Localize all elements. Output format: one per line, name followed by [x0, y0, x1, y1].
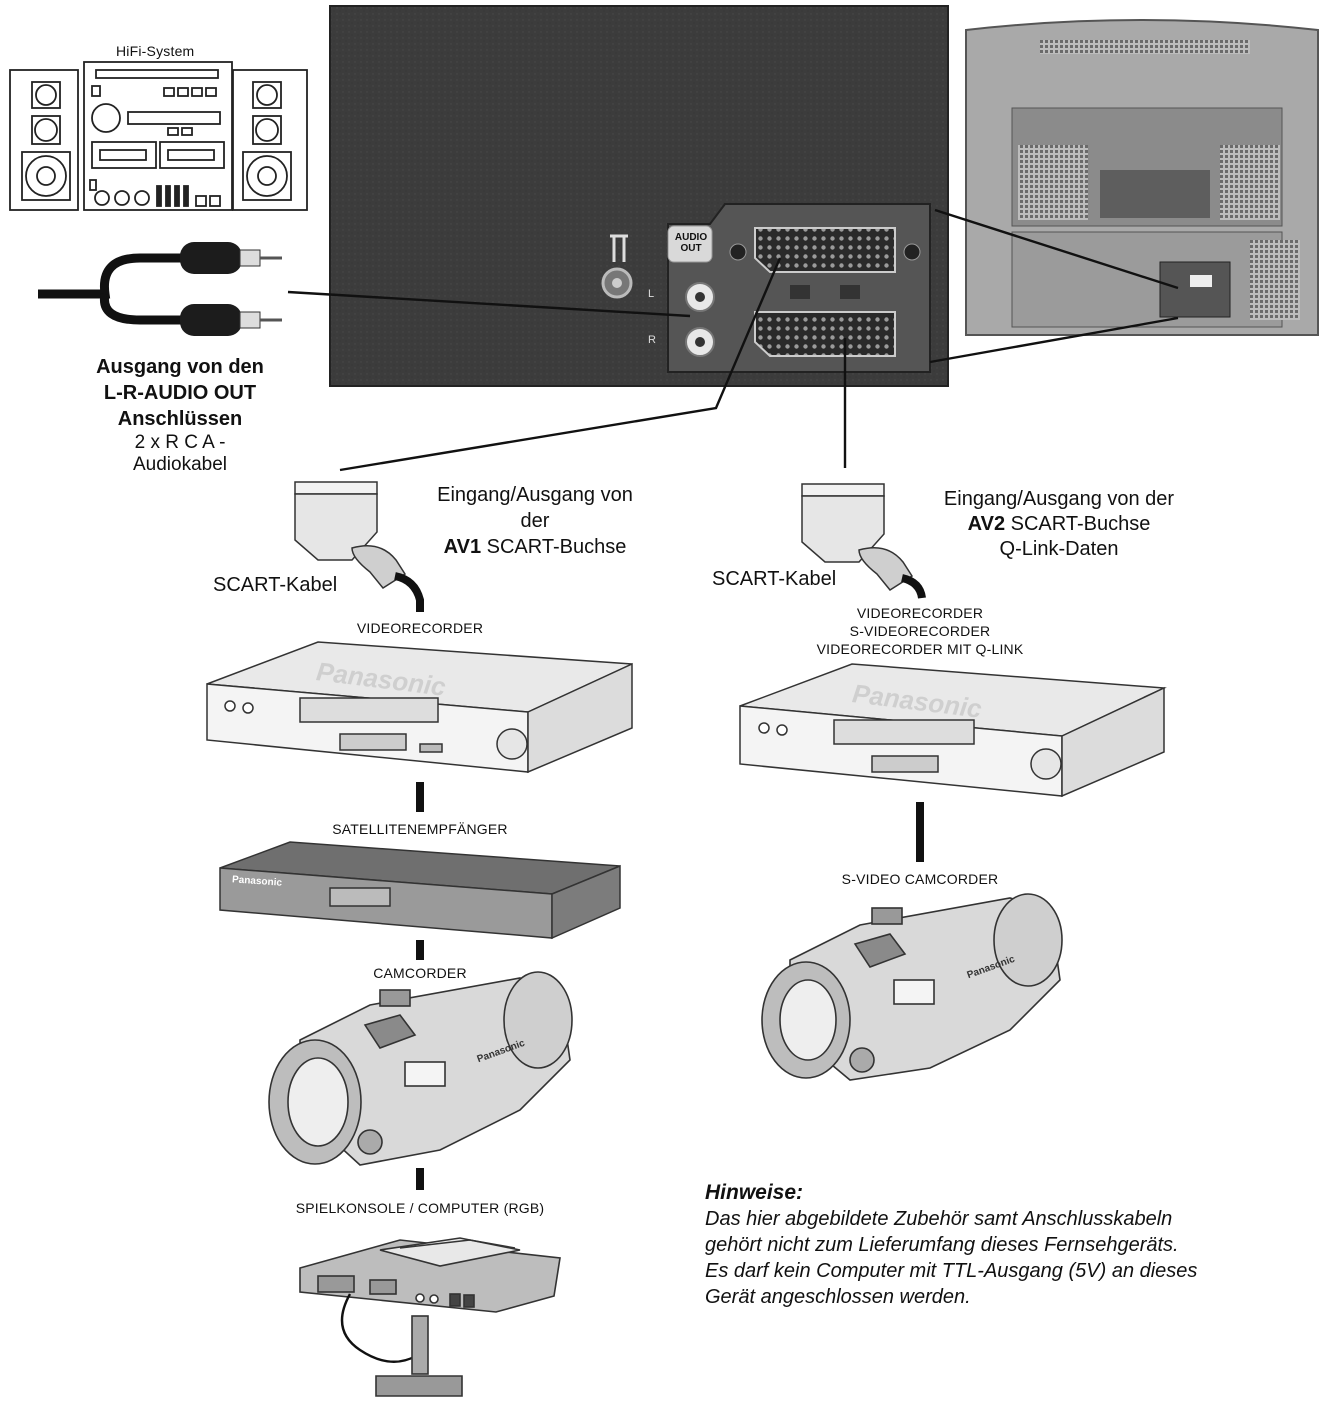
av2-caption: Eingang/Ausgang von der AV2 SCART-Buchse…: [904, 487, 1214, 562]
av1-caption: Eingang/Ausgang von der AV1 SCART-Buchse: [400, 482, 670, 560]
antenna-icon: [601, 234, 633, 299]
rca-jack-r: [685, 327, 715, 357]
label-vcr-right-group: VIDEORECORDER S-VIDEORECORDER VIDEORECOR…: [780, 604, 1060, 658]
label-vcr-right-2: S-VIDEORECORDER: [849, 623, 991, 639]
label-vcr-left: VIDEORECORDER: [356, 620, 484, 636]
label-svideo-camcorder: S-VIDEO CAMCORDER: [841, 871, 999, 887]
label-camcorder: CAMCORDER: [373, 965, 467, 981]
rca-audio-cable: [38, 242, 282, 336]
camcorder-left-drawing: [268, 971, 573, 1190]
game-console-drawing: [299, 1237, 561, 1397]
audio-badge-line2: OUT: [680, 243, 702, 254]
notes-block: Hinweise: Das hier abgebildete Zubehör s…: [705, 1180, 1197, 1310]
scart-socket-av2: [754, 311, 896, 357]
tv-panel-photo: [329, 5, 949, 387]
jack-label-l: L: [648, 288, 655, 300]
camcorder-right-drawing: [761, 893, 1063, 1081]
audio-out-line3: Anschlüssen: [117, 408, 243, 430]
av1-socket-name: AV1: [443, 536, 482, 558]
hifi-system-drawing: [9, 61, 308, 211]
audio-out-badge: AUDIO OUT: [671, 232, 711, 254]
rca-jack-l: [685, 282, 715, 312]
av2-line1: Eingang/Ausgang von der: [943, 488, 1175, 510]
jack-label-r: R: [648, 334, 656, 346]
av1-line2: der: [520, 510, 550, 532]
scart-plug-av1: [294, 481, 424, 612]
audio-out-line2: L-R-AUDIO OUT: [103, 382, 257, 404]
label-vcr-right-1: VIDEORECORDER: [856, 605, 984, 621]
label-satellite-receiver: SATELLITENEMPFÄNGER: [332, 821, 508, 837]
scart-plug-av2: [801, 483, 926, 599]
av1-line3: AV1 SCART-Buchse: [400, 534, 670, 560]
av2-socket-type: SCART-Buchse: [1005, 513, 1151, 535]
vcr-left-drawing: [206, 641, 633, 812]
audio-out-line5: Audiokabel: [132, 454, 228, 475]
label-vcr-right-3: VIDEORECORDER MIT Q-LINK: [816, 641, 1024, 657]
av2-line2: AV2 SCART-Buchse: [904, 512, 1214, 537]
vcr-right-drawing: [739, 663, 1167, 862]
hifi-label: HiFi-System: [116, 43, 195, 59]
scart-socket-av1: [729, 227, 921, 273]
audio-out-line4: 2 x R C A -: [134, 432, 226, 453]
notes-line1: Das hier abgebildete Zubehör samt Anschl…: [705, 1208, 1173, 1230]
av1-cable-label: SCART-Kabel: [213, 574, 338, 596]
audio-badge-line1: AUDIO: [674, 232, 708, 243]
av2-cable-label: SCART-Kabel: [712, 568, 837, 590]
av1-socket-type: SCART-Buchse: [481, 536, 627, 558]
notes-title: Hinweise:: [705, 1181, 804, 1204]
audio-out-line1: Ausgang von den: [96, 356, 264, 378]
notes-line4: Gerät angeschlossen werden.: [705, 1286, 971, 1308]
satellite-receiver-drawing: [219, 841, 621, 960]
av2-socket-name: AV2: [967, 513, 1006, 535]
connection-lines: [287, 208, 1179, 472]
tv-rear-photo: [965, 19, 1319, 336]
av1-line1: Eingang/Ausgang von: [437, 484, 633, 506]
notes-line3: Es darf kein Computer mit TTL-Ausgang (5…: [705, 1260, 1198, 1282]
notes-line2: gehört nicht zum Lieferumfang dieses Fer…: [705, 1234, 1179, 1256]
label-game-console: SPIELKONSOLE / COMPUTER (RGB): [295, 1200, 545, 1216]
av2-line3: Q-Link-Daten: [999, 538, 1119, 560]
audio-out-caption: Ausgang von den L-R-AUDIO OUT Anschlüsse…: [60, 354, 300, 476]
